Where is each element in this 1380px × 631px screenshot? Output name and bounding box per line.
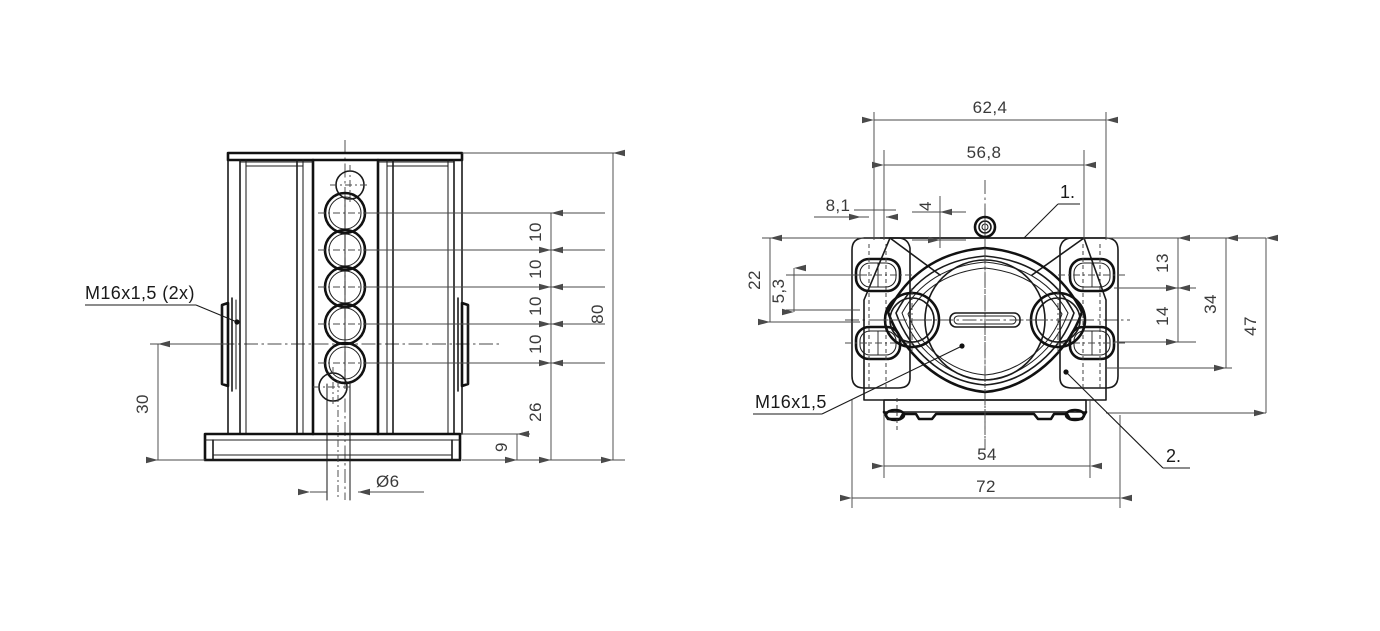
dimension-26: 26 xyxy=(526,402,545,422)
dimension-80: 80 xyxy=(588,304,607,324)
leader-dot-item-2 xyxy=(1063,369,1069,375)
dimension-34-group: 34 xyxy=(1201,234,1238,372)
note-m16-label: M16x1,5 xyxy=(755,392,827,412)
dimension-14: 14 xyxy=(1153,306,1172,326)
center-slot xyxy=(949,312,1021,328)
thread-port-right xyxy=(453,297,470,392)
dimension-5-3: 5,3 xyxy=(769,279,788,304)
dimension-chain-left-view: 10 10 10 10 26 xyxy=(526,209,563,464)
note-m16-2x-label: M16x1,5 (2x) xyxy=(85,283,195,303)
side-bore-left xyxy=(880,288,944,352)
dimension-9-group: 9 xyxy=(492,430,529,464)
item-1-label: 1. xyxy=(1060,182,1075,202)
dimension-54-group: 54 xyxy=(872,445,1102,470)
tapped-hole-3 xyxy=(318,265,372,309)
side-elevation-view: 10 10 10 10 26 80 9 30 xyxy=(85,140,625,501)
dimension-4: 4 xyxy=(916,201,935,211)
dimension-13-group: 13 xyxy=(1153,234,1190,292)
front-elevation-view: 62,4 56,8 8,1 4 22 xyxy=(745,98,1278,508)
dimension-30: 30 xyxy=(133,394,152,414)
top-boss xyxy=(973,208,997,246)
item-2-group: 2. xyxy=(1063,369,1190,469)
dimension-47: 47 xyxy=(1241,316,1260,336)
dimension-56-8: 56,8 xyxy=(967,143,1002,162)
item-1-group: 1. xyxy=(1023,182,1080,239)
extension-lines-front-view xyxy=(762,112,1266,508)
dimension-80-group: 80 xyxy=(588,149,625,464)
dimension-dia6-group: Ø6 xyxy=(298,472,424,496)
tapped-hole-5 xyxy=(318,341,372,385)
leader-dot-m16-2x xyxy=(234,319,240,325)
dimension-22-group: 22 xyxy=(745,234,782,326)
dimension-10-c: 10 xyxy=(526,296,545,316)
dimension-13: 13 xyxy=(1153,253,1172,273)
hole-plain-bottom xyxy=(313,367,353,407)
dimension-72: 72 xyxy=(976,477,996,496)
body-outline xyxy=(226,151,464,436)
ear-hole-right-lower xyxy=(1058,325,1126,361)
note-m16-group: M16x1,5 xyxy=(753,343,965,415)
dimension-dia6: Ø6 xyxy=(376,472,399,491)
dimension-8-1: 8,1 xyxy=(826,196,851,215)
dimension-4-group: 4 xyxy=(916,201,952,244)
base-flange xyxy=(203,432,462,462)
ear-hole-left-lower xyxy=(845,325,912,361)
tapped-hole-4 xyxy=(318,302,372,346)
note-m16-2x-group: M16x1,5 (2x) xyxy=(85,283,240,325)
dimension-34: 34 xyxy=(1201,294,1220,314)
dimension-10-a: 10 xyxy=(526,222,545,242)
tapped-hole-1 xyxy=(318,191,372,235)
dimension-22: 22 xyxy=(745,270,764,290)
dimension-30-group: 30 xyxy=(133,340,228,464)
dimension-54: 54 xyxy=(977,445,997,464)
dimension-56-8-group: 56,8 xyxy=(872,143,1096,169)
leader-dot-m16 xyxy=(959,343,965,349)
dimension-72-group: 72 xyxy=(840,477,1132,502)
dimension-62-4: 62,4 xyxy=(973,98,1008,117)
item-2-label: 2. xyxy=(1166,446,1181,466)
tapped-hole-2 xyxy=(318,228,372,272)
hole-plain-top xyxy=(330,165,370,205)
ear-hole-right-upper xyxy=(1058,257,1126,293)
dimension-8-1-group: 8,1 xyxy=(814,196,898,221)
base-foot-front xyxy=(882,396,1088,440)
dimension-47-group: 47 xyxy=(1241,234,1278,417)
dimension-10-d: 10 xyxy=(526,334,545,354)
dimension-9: 9 xyxy=(492,442,511,452)
dimension-5-3-group: 5,3 xyxy=(769,264,806,316)
dimension-14-group: 14 xyxy=(1153,284,1190,346)
thread-port-left xyxy=(220,297,237,392)
side-bore-right xyxy=(1026,288,1090,352)
dimension-62-4-group: 62,4 xyxy=(862,98,1118,124)
dimension-10-b: 10 xyxy=(526,259,545,279)
extension-lines-left-view xyxy=(365,152,625,461)
hole-column xyxy=(313,165,372,407)
